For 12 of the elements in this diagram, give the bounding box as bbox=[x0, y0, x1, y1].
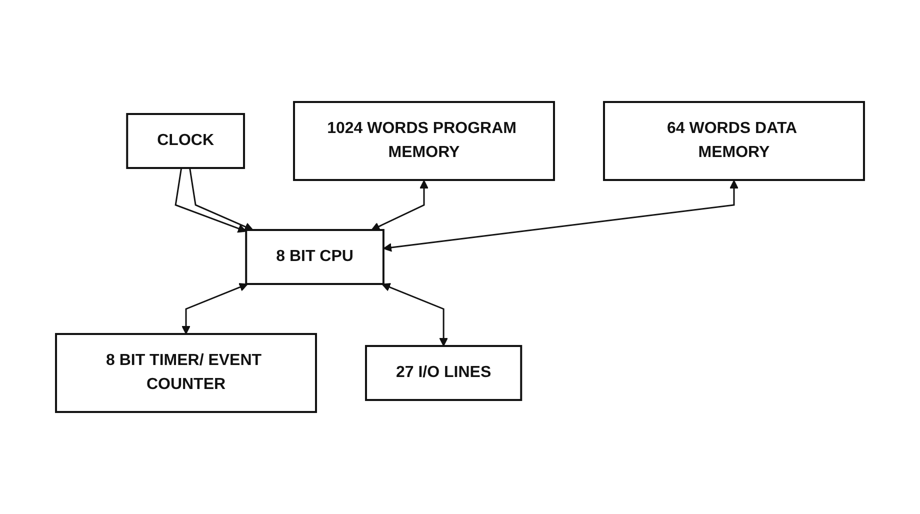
arrow bbox=[382, 283, 448, 346]
node-box: 64 WORDS DATA MEMORY bbox=[603, 101, 865, 181]
arrow bbox=[371, 180, 428, 231]
node-box: 8 BIT TIMER/ EVENT COUNTER bbox=[55, 333, 317, 413]
arrow bbox=[182, 283, 248, 334]
arrow bbox=[174, 168, 247, 233]
arrow bbox=[383, 180, 738, 252]
arrow bbox=[189, 168, 254, 231]
node-box: CLOCK bbox=[126, 113, 246, 169]
node-box: 8 BIT CPU bbox=[245, 229, 384, 285]
node-box: 1024 WORDS PROGRAM MEMORY bbox=[293, 101, 555, 181]
node-box: 27 I/O LINES bbox=[365, 345, 522, 401]
